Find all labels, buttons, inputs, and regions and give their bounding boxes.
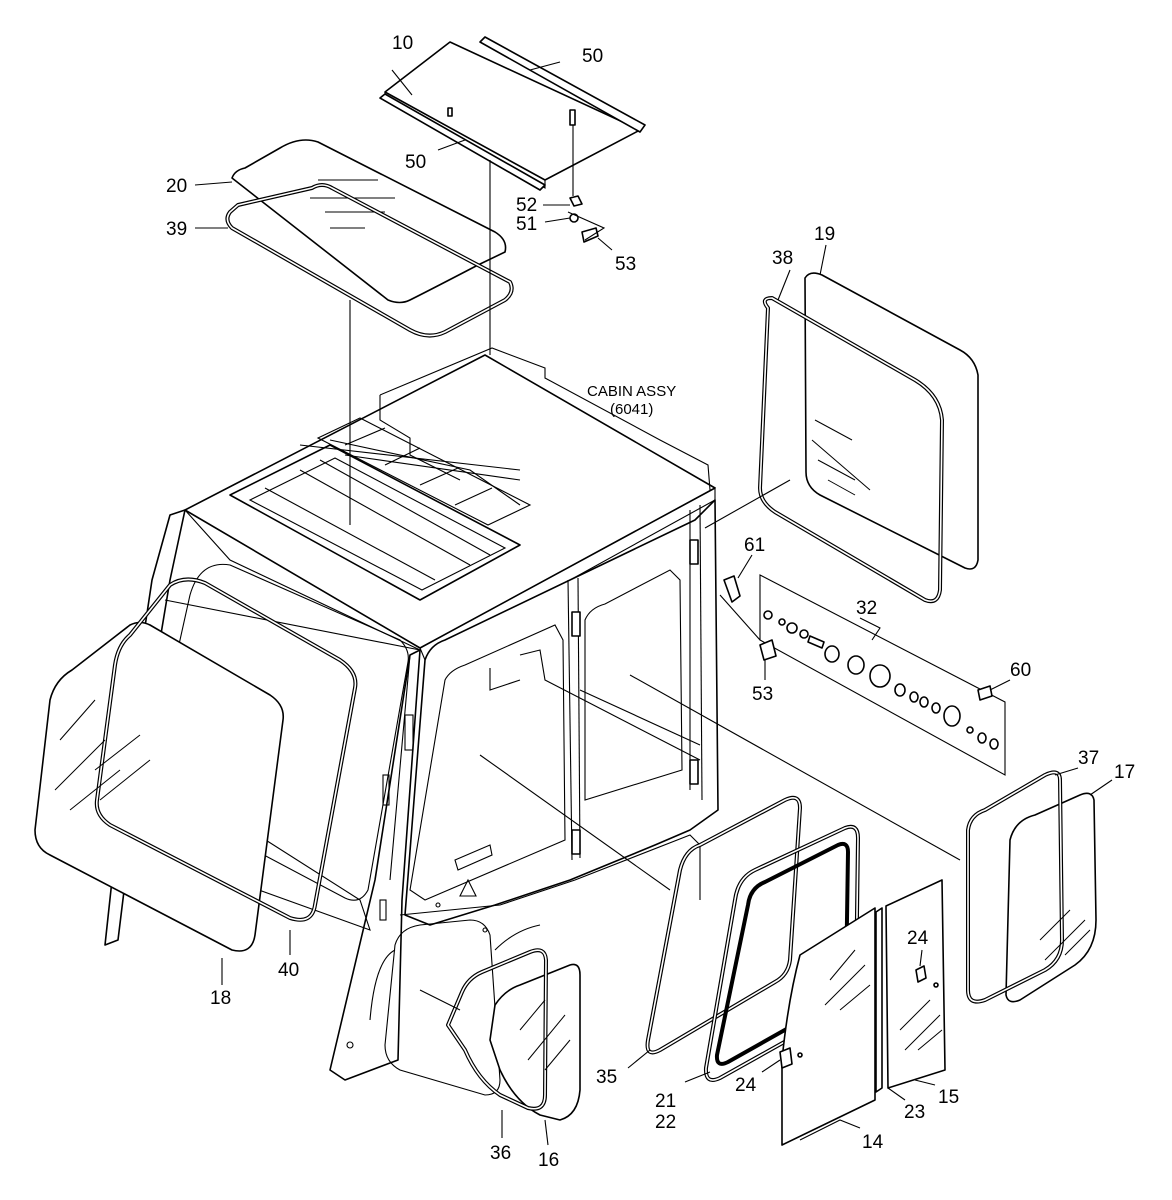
callout-35: 35 [596,1067,617,1088]
callout-14: 14 [862,1132,884,1153]
roof-cover-parts [379,36,646,243]
warning-triangle-icon [459,878,477,897]
callout-37: 37 [1078,748,1099,769]
callout-17: 17 [1114,762,1135,783]
callout-15: 15 [938,1087,959,1108]
callout-19: 19 [814,224,835,245]
right-window-parts [629,674,1097,1004]
callout-53-mid: 53 [752,684,773,705]
callout-38: 38 [772,248,793,269]
callout-18: 18 [210,988,231,1009]
callout-32: 32 [856,598,877,619]
callout-36: 36 [490,1143,511,1164]
callout-51: 51 [516,214,537,235]
assembly-code: (6041) [610,401,653,418]
hardware-group-32 [719,574,1006,776]
callout-40: 40 [278,960,299,981]
callout-60: 60 [1010,660,1031,681]
callout-23: 23 [904,1102,925,1123]
callout-21: 21 [655,1091,676,1112]
callout-20: 20 [166,176,187,197]
door-window-parts [479,754,946,1146]
roof-glass-parts [225,139,514,338]
callout-22: 22 [655,1112,676,1133]
assembly-title: CABIN ASSY [587,383,676,400]
callout-50-top: 50 [582,46,603,67]
rear-window-parts [704,272,979,604]
callout-16: 16 [538,1150,559,1171]
callout-labels: 10 50 50 20 39 52 51 53 19 38 CABIN ASSY… [166,33,1135,1171]
callout-24-left: 24 [735,1075,757,1096]
leader-lines [194,61,1113,1146]
callout-53-top: 53 [615,254,636,275]
callout-10: 10 [392,33,413,54]
left-window-parts [34,577,358,952]
lower-front-window-parts [419,948,581,1121]
callout-61: 61 [744,535,765,556]
callout-24-right: 24 [907,928,929,949]
callout-52: 52 [516,195,537,216]
callout-50-bottom: 50 [405,152,426,173]
callout-39: 39 [166,219,187,240]
